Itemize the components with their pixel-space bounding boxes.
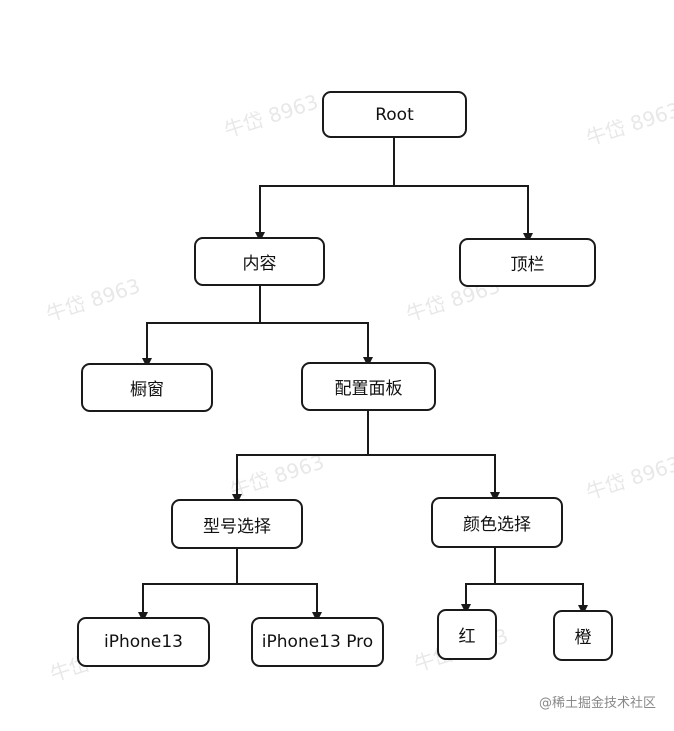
node-iphone13: iPhone13 [77,617,210,667]
node-color-select: 颜色选择 [431,497,563,548]
edge-root-topbar [394,185,533,243]
edge-content-showcase [142,286,261,368]
node-red: 红 [437,609,497,660]
node-config-panel: 配置面板 [301,362,436,411]
node-iphone13-pro: iPhone13 Pro [251,617,384,667]
edge-config-color [368,454,500,502]
node-model-select: 型号选择 [171,499,303,549]
edge-color-red [461,548,496,614]
node-topbar: 顶栏 [459,238,596,287]
edge-model-iphone13 [138,549,238,622]
node-content: 内容 [194,237,325,286]
edge-model-iphone13pro [237,583,322,622]
edge-color-orange [495,583,588,615]
edge-config-model [232,411,369,504]
node-root: Root [322,91,467,138]
edge-content-config [260,322,373,367]
source-credit: @稀土掘金技术社区 [538,696,656,711]
edge-root-content [255,137,395,242]
node-showcase: 橱窗 [81,363,213,412]
node-orange: 橙 [553,610,613,661]
